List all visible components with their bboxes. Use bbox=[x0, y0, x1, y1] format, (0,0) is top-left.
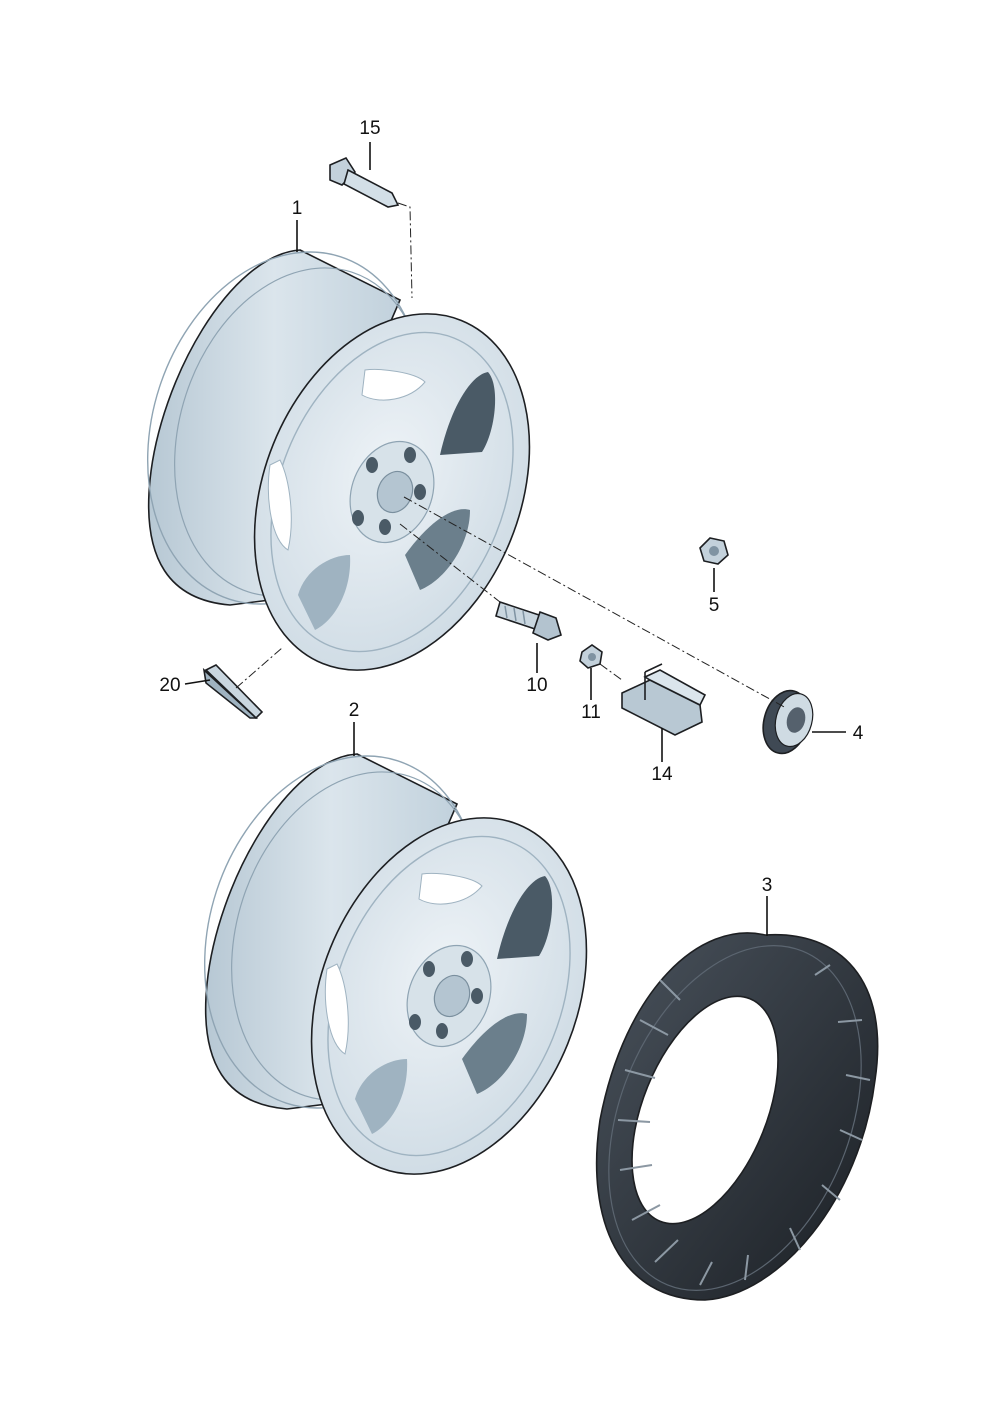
callout-3: 3 bbox=[762, 875, 773, 896]
tire-part-3 bbox=[595, 932, 879, 1301]
nut-part-5 bbox=[699, 537, 729, 565]
callout-4: 4 bbox=[853, 723, 864, 744]
callout-5: 5 bbox=[709, 595, 720, 616]
callout-14: 14 bbox=[651, 764, 673, 785]
assembly-line-nut-11 bbox=[599, 663, 623, 681]
wheel-bolt-part-10 bbox=[495, 600, 562, 641]
wheel-rim-part-2 bbox=[160, 719, 638, 1217]
assembly-line-valve bbox=[397, 202, 413, 299]
wheel-rim-part-1 bbox=[103, 215, 581, 713]
valve-part-15 bbox=[329, 156, 400, 208]
nut-part-11 bbox=[579, 644, 603, 669]
assembly-line-hub-center-cap bbox=[403, 496, 787, 709]
assembly-line-hub-bolt bbox=[399, 523, 501, 603]
callout-10: 10 bbox=[526, 675, 547, 696]
center-cap-part-4 bbox=[762, 689, 814, 755]
balance-weight-part-20 bbox=[202, 664, 264, 720]
callout-15: 15 bbox=[359, 118, 380, 139]
callout-20: 20 bbox=[159, 675, 180, 696]
leader-line-20 bbox=[184, 679, 211, 685]
removal-tool-part-14 bbox=[621, 663, 707, 736]
callout-2: 2 bbox=[349, 700, 360, 721]
assembly-line-weight bbox=[235, 647, 283, 689]
callout-1: 1 bbox=[292, 198, 303, 219]
callout-11: 11 bbox=[581, 702, 601, 723]
